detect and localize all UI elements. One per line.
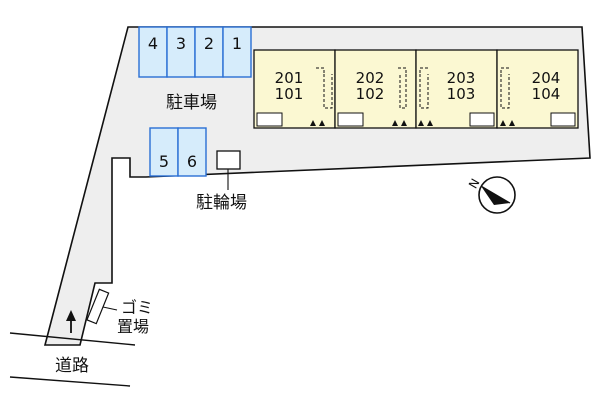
parking-space xyxy=(149,127,179,177)
entrance-arrow-icon xyxy=(66,310,76,333)
unit-upper-number: 203 xyxy=(447,69,476,87)
garbage-box xyxy=(86,288,110,325)
bicycle-parking-box xyxy=(216,150,241,170)
garbage-label-line2: 置場 xyxy=(117,317,149,336)
parking-row-bottom: 5 6 xyxy=(149,127,207,177)
parking-number: 2 xyxy=(204,34,214,53)
stair-outline xyxy=(419,67,429,109)
unit-lower-number: 101 xyxy=(275,85,304,103)
parking-area-label: 駐車場 xyxy=(166,93,217,113)
unit-204-104: 204 104 xyxy=(496,49,579,129)
unit-upper-number: 202 xyxy=(356,69,385,87)
unit-202-102: 202 102 xyxy=(334,49,417,129)
unit-lower-number: 103 xyxy=(447,85,476,103)
parking-space xyxy=(138,26,168,78)
parking-number: 6 xyxy=(187,152,197,171)
stair-outline xyxy=(316,67,333,109)
unit-lower-number: 104 xyxy=(532,85,561,103)
stair-outline xyxy=(500,67,510,109)
parking-space xyxy=(194,26,224,78)
unit-203-103: 203 103 xyxy=(415,49,498,129)
road-line-top xyxy=(9,332,136,346)
road-label: 道路 xyxy=(55,356,89,376)
bicycle-parking-label: 駐輪場 xyxy=(196,193,247,213)
unit-201-101: 201 101 xyxy=(253,49,336,129)
parking-number: 5 xyxy=(159,152,169,171)
stair-outline xyxy=(398,67,407,109)
parking-space xyxy=(177,127,207,177)
parking-number: 3 xyxy=(176,34,186,53)
garbage-label-line1: ゴミ xyxy=(121,298,153,317)
garbage-leader-line xyxy=(102,306,118,311)
north-compass-icon xyxy=(478,176,516,214)
unit-upper-number: 201 xyxy=(275,69,304,87)
parking-row-top: 4 3 2 1 xyxy=(138,26,252,78)
parking-space xyxy=(222,26,252,78)
parking-number: 4 xyxy=(148,34,158,53)
unit-lower-number: 102 xyxy=(356,85,385,103)
building: 201 101 202 102 203 103 xyxy=(253,49,579,129)
unit-upper-number: 204 xyxy=(532,69,561,87)
road-line-bottom xyxy=(9,376,131,387)
parking-number: 1 xyxy=(232,34,242,53)
